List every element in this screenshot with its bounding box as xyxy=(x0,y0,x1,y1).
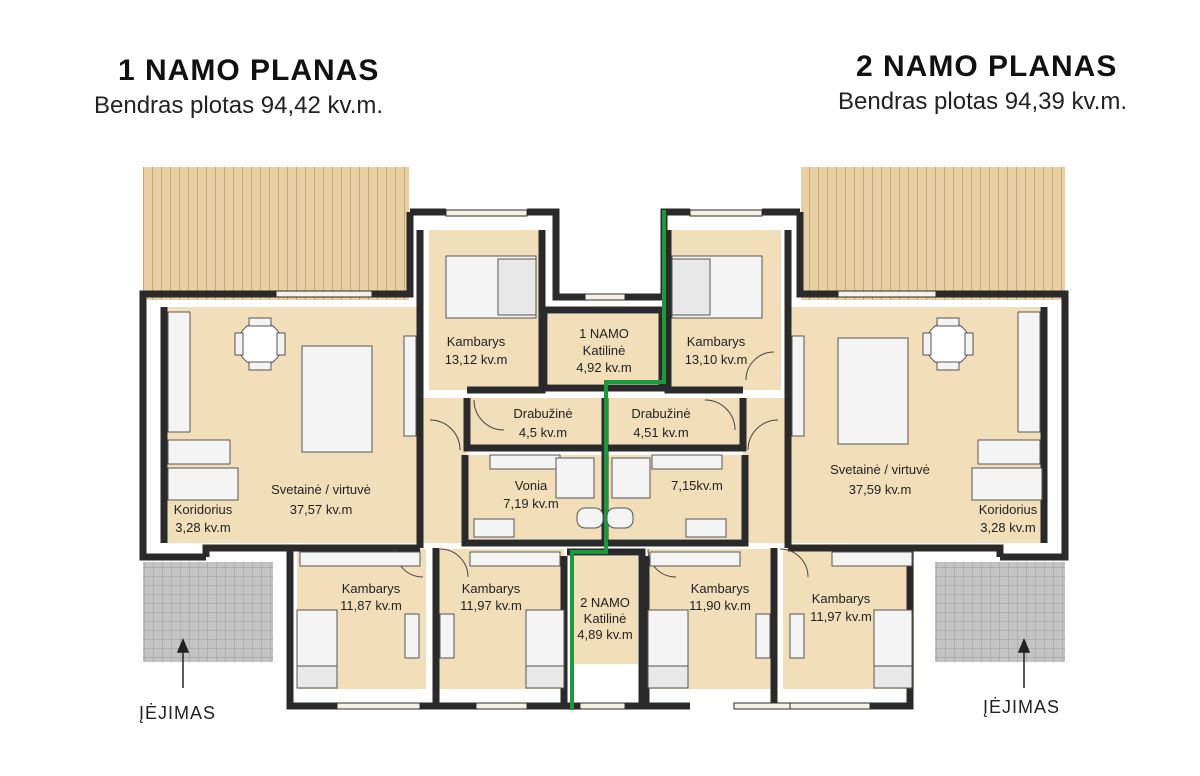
h1-living-name: Svetainė / virtuvė xyxy=(271,482,371,497)
terrace-left xyxy=(143,167,409,300)
house2-floors xyxy=(607,230,1044,689)
furniture-house2 xyxy=(606,255,1043,689)
porch-left xyxy=(143,562,273,662)
h1-bedbm-area: 11,97 kv.m xyxy=(460,598,522,613)
h2-entrance: ĮĖJIMAS xyxy=(983,697,1060,717)
h2-bath-area: 7,15kv.m xyxy=(671,478,723,493)
entrance-arrows xyxy=(176,638,1031,688)
h2-bedbl-area: 11,90 kv.m xyxy=(689,598,751,613)
h2-bedtop-name: Kambarys xyxy=(687,334,746,349)
house2-area: Bendras plotas 94,39 kv.m. xyxy=(838,88,1128,115)
h1-wardrobe-area: 4,5 kv.m xyxy=(519,425,567,440)
h1-bedtop-name: Kambarys xyxy=(447,334,506,349)
h1-corridor-area: 3,28 kv.m xyxy=(175,520,230,535)
house2-title: 2 NAMO PLANAS xyxy=(856,50,1118,83)
house1-title: 1 NAMO PLANAS xyxy=(118,54,380,87)
terrace-right xyxy=(801,167,1065,300)
h2-boiler-name2: Katilinė xyxy=(584,611,627,626)
h2-living-name: Svetainė / virtuvė xyxy=(830,462,930,477)
h2-bedtop-area: 13,10 kv.m xyxy=(685,352,748,367)
h1-boiler-name: 1 NAMO xyxy=(579,326,629,341)
h2-boiler-area: 4,89 kv.m xyxy=(577,627,632,642)
h1-bedbl-name: Kambarys xyxy=(342,581,401,596)
h2-bedbr-name: Kambarys xyxy=(812,591,871,606)
h1-corridor-name: Koridorius xyxy=(174,502,233,517)
h2-wardrobe-area: 4,51 kv.m xyxy=(633,425,688,440)
porch-right xyxy=(935,562,1065,662)
party-wall-divider xyxy=(570,210,666,710)
h1-bedtop-area: 13,12 kv.m xyxy=(445,352,508,367)
h1-bath-name: Vonia xyxy=(515,478,548,493)
h1-bedbl-area: 11,87 kv.m xyxy=(340,598,402,613)
furniture-house1 xyxy=(167,255,604,689)
h1-wardrobe-name: Drabužinė xyxy=(513,406,572,421)
windows xyxy=(275,209,937,710)
h2-bedbr-area: 11,97 kv.m xyxy=(810,609,872,624)
house2-walls xyxy=(605,208,1069,710)
house1-area: Bendras plotas 94,42 kv.m. xyxy=(94,92,384,119)
h2-corridor-name: Koridorius xyxy=(979,502,1038,517)
h1-bedbm-name: Kambarys xyxy=(462,581,521,596)
h2-corridor-area: 3,28 kv.m xyxy=(980,520,1035,535)
h1-boiler-area: 4,92 kv.m xyxy=(576,360,631,375)
h2-bedbl-name: Kambarys xyxy=(691,581,750,596)
h2-boiler-name: 2 NAMO xyxy=(580,595,630,610)
h2-living-area: 37,59 kv.m xyxy=(849,482,912,497)
h2-wardrobe-name: Drabužinė xyxy=(631,406,690,421)
h1-living-area: 37,57 kv.m xyxy=(290,502,353,517)
h1-boiler-name2: Katilinė xyxy=(583,343,626,358)
h1-bath-area: 7,19 kv.m xyxy=(503,496,558,511)
h1-entrance: ĮĖJIMAS xyxy=(139,703,216,723)
